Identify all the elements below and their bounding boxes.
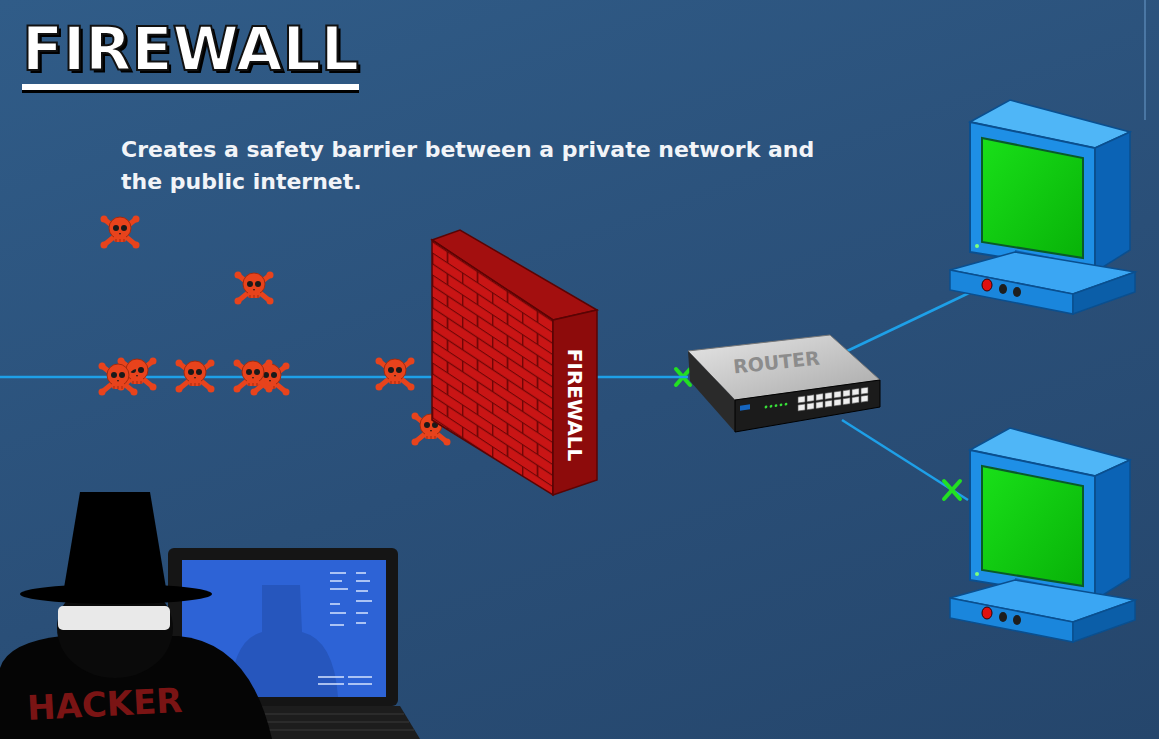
firewall-wall: FIREWALL (432, 230, 597, 495)
page-title: FIREWALL (22, 16, 359, 90)
firewall-label: FIREWALL (563, 349, 587, 461)
router-device: ROUTER (688, 335, 883, 435)
caption-text: Creates a safety barrier between a priva… (121, 134, 841, 198)
hacker-shirt-text: HACKER (26, 680, 183, 729)
hacker-figure: HACKER (0, 490, 280, 739)
caption-area: Creates a safety barrier between a priva… (121, 134, 841, 198)
network-cable (597, 376, 688, 379)
title-area: FIREWALL (22, 16, 359, 90)
